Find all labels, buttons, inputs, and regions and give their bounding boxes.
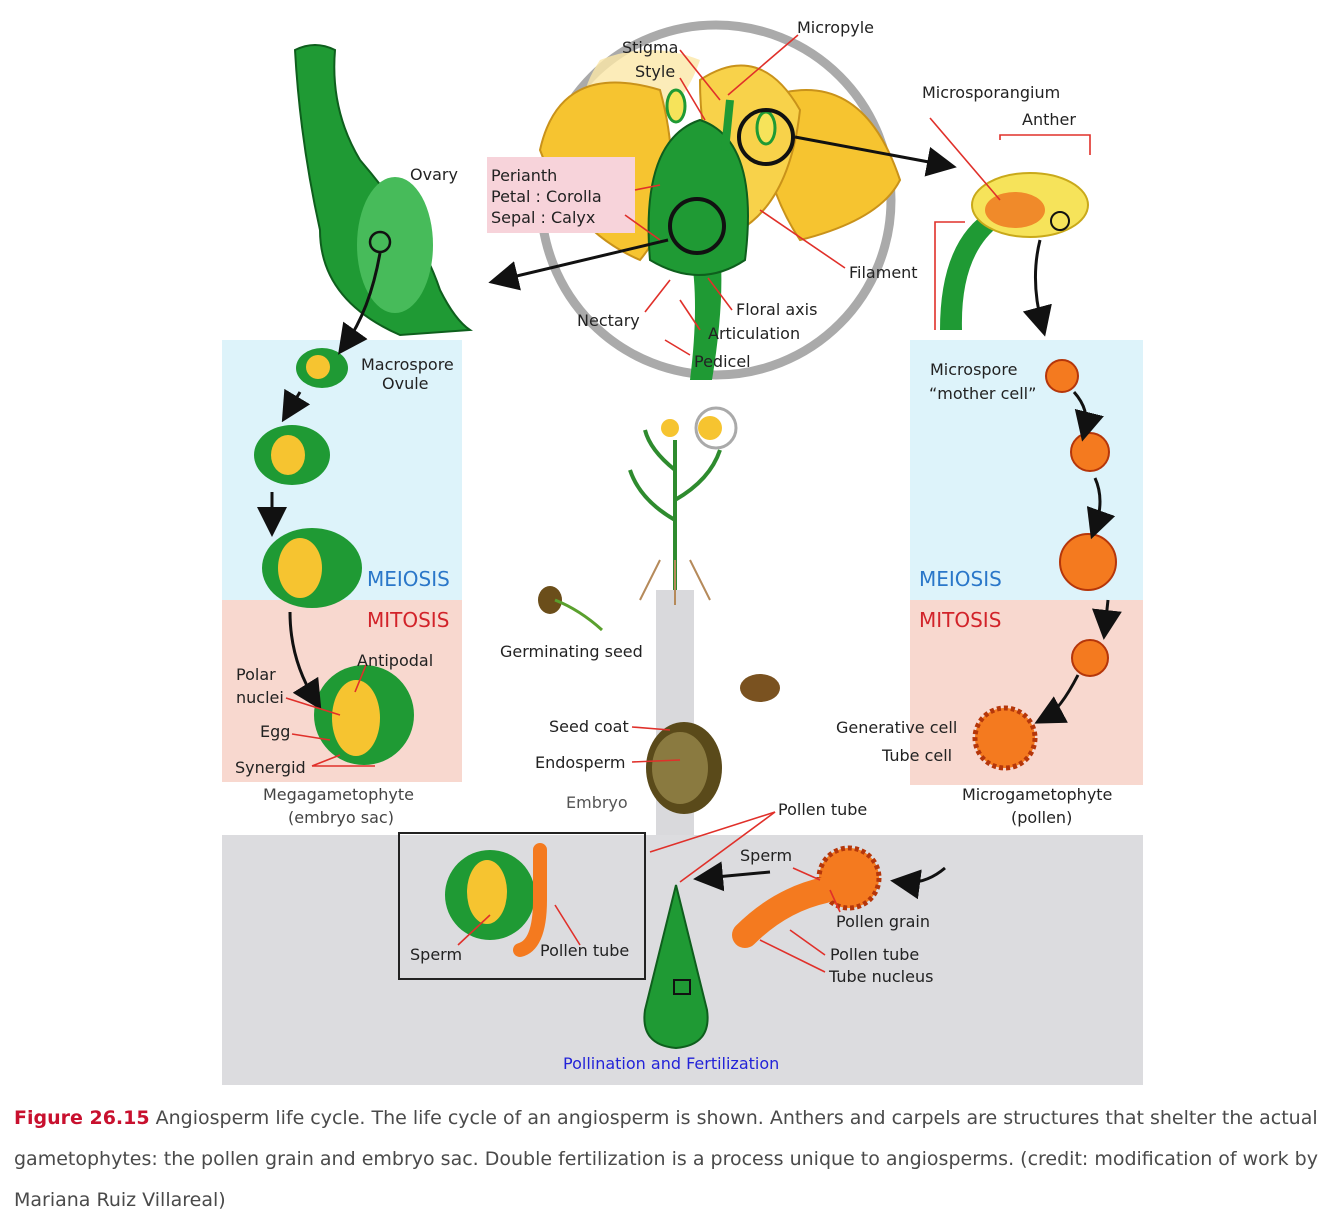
label-filament: Filament — [849, 263, 918, 282]
label-floral-axis: Floral axis — [736, 300, 817, 319]
label-tube-nucleus: Tube nucleus — [828, 967, 933, 986]
ovule-stage-2 — [254, 425, 330, 485]
inset-ovule — [445, 843, 547, 957]
label-petal-corolla: Petal : Corolla — [491, 187, 602, 206]
label-articulation: Articulation — [708, 324, 800, 343]
label-polar: Polar — [236, 665, 276, 684]
angiosperm-life-cycle-diagram: Micropyle Stigma Style Microsporangium A… — [222, 18, 1143, 1085]
label-microgametophyte: Microgametophyte — [962, 785, 1112, 804]
label-anther: Anther — [1022, 110, 1076, 129]
seeds — [740, 674, 780, 702]
label-germinating-seed: Germinating seed — [500, 642, 643, 661]
seed-illustration — [646, 722, 722, 814]
pistil-illustration — [643, 884, 709, 1050]
label-macrospore: Macrospore — [361, 355, 454, 374]
label-mitosis-left: MITOSIS — [367, 608, 449, 632]
label-pollination-fertilization: Pollination and Fertilization — [563, 1054, 779, 1073]
ovary-illustration — [293, 44, 473, 337]
label-megagametophyte: Megagametophyte — [263, 785, 414, 804]
label-ovule: Ovule — [382, 374, 429, 393]
label-pollen-tube-top: Pollen tube — [778, 800, 867, 819]
label-meiosis-left: MEIOSIS — [367, 567, 450, 591]
flower-magnifier — [536, 20, 902, 380]
label-pollen-tube-right: Pollen tube — [830, 945, 919, 964]
perianth-box — [487, 157, 635, 233]
germinating-seed-illustration — [538, 586, 604, 632]
pollen-germinating — [732, 845, 882, 948]
label-style: Style — [635, 62, 675, 81]
label-perianth: Perianth — [491, 166, 557, 185]
label-embryo: Embryo — [566, 793, 628, 812]
label-nuclei: nuclei — [236, 688, 284, 707]
label-endosperm: Endosperm — [535, 753, 625, 772]
microspore-mother-cell — [1045, 359, 1079, 393]
label-meiosis-right: MEIOSIS — [919, 567, 1002, 591]
pollen-grain-mature — [972, 705, 1038, 771]
label-seed-coat: Seed coat — [549, 717, 629, 736]
label-antipodal: Antipodal — [357, 651, 433, 670]
ovule-stage-1 — [296, 348, 348, 388]
label-mother-cell: “mother cell” — [929, 384, 1036, 403]
fertilization-inset — [398, 832, 646, 980]
label-ovary: Ovary — [410, 165, 458, 184]
label-sperm-inset: Sperm — [410, 945, 462, 964]
label-egg: Egg — [260, 722, 290, 741]
figure-number: Figure 26.15 — [14, 1107, 150, 1129]
caption-text: Angiosperm life cycle. The life cycle of… — [14, 1107, 1318, 1211]
embryo-sac — [314, 665, 414, 765]
label-pedicel: Pedicel — [694, 352, 751, 371]
label-microsporangium: Microsporangium — [922, 83, 1060, 102]
label-microspore: Microspore — [930, 360, 1017, 379]
label-synergid: Synergid — [235, 758, 306, 777]
plant-illustration — [628, 416, 722, 605]
ovule-stage-3 — [262, 528, 362, 608]
label-stigma: Stigma — [622, 38, 678, 57]
label-tube-cell: Tube cell — [881, 746, 952, 765]
label-pollen-tube-inset: Pollen tube — [540, 941, 629, 960]
anther-illustration — [940, 172, 1089, 330]
label-pollen-grain: Pollen grain — [836, 912, 930, 931]
label-mitosis-right: MITOSIS — [919, 608, 1001, 632]
microspore-dyad — [1070, 432, 1110, 472]
microspore-tetrad — [1059, 533, 1117, 591]
label-sperm-right: Sperm — [740, 846, 792, 865]
label-micropyle: Micropyle — [797, 18, 874, 37]
figure-caption: Figure 26.15 Angiosperm life cycle. The … — [14, 1098, 1324, 1221]
label-generative-cell: Generative cell — [836, 718, 957, 737]
microspore — [1071, 639, 1109, 677]
label-embryo-sac: (embryo sac) — [288, 808, 394, 827]
label-sepal-calyx: Sepal : Calyx — [491, 208, 595, 227]
label-nectary: Nectary — [577, 311, 640, 330]
label-pollen: (pollen) — [1011, 808, 1072, 827]
